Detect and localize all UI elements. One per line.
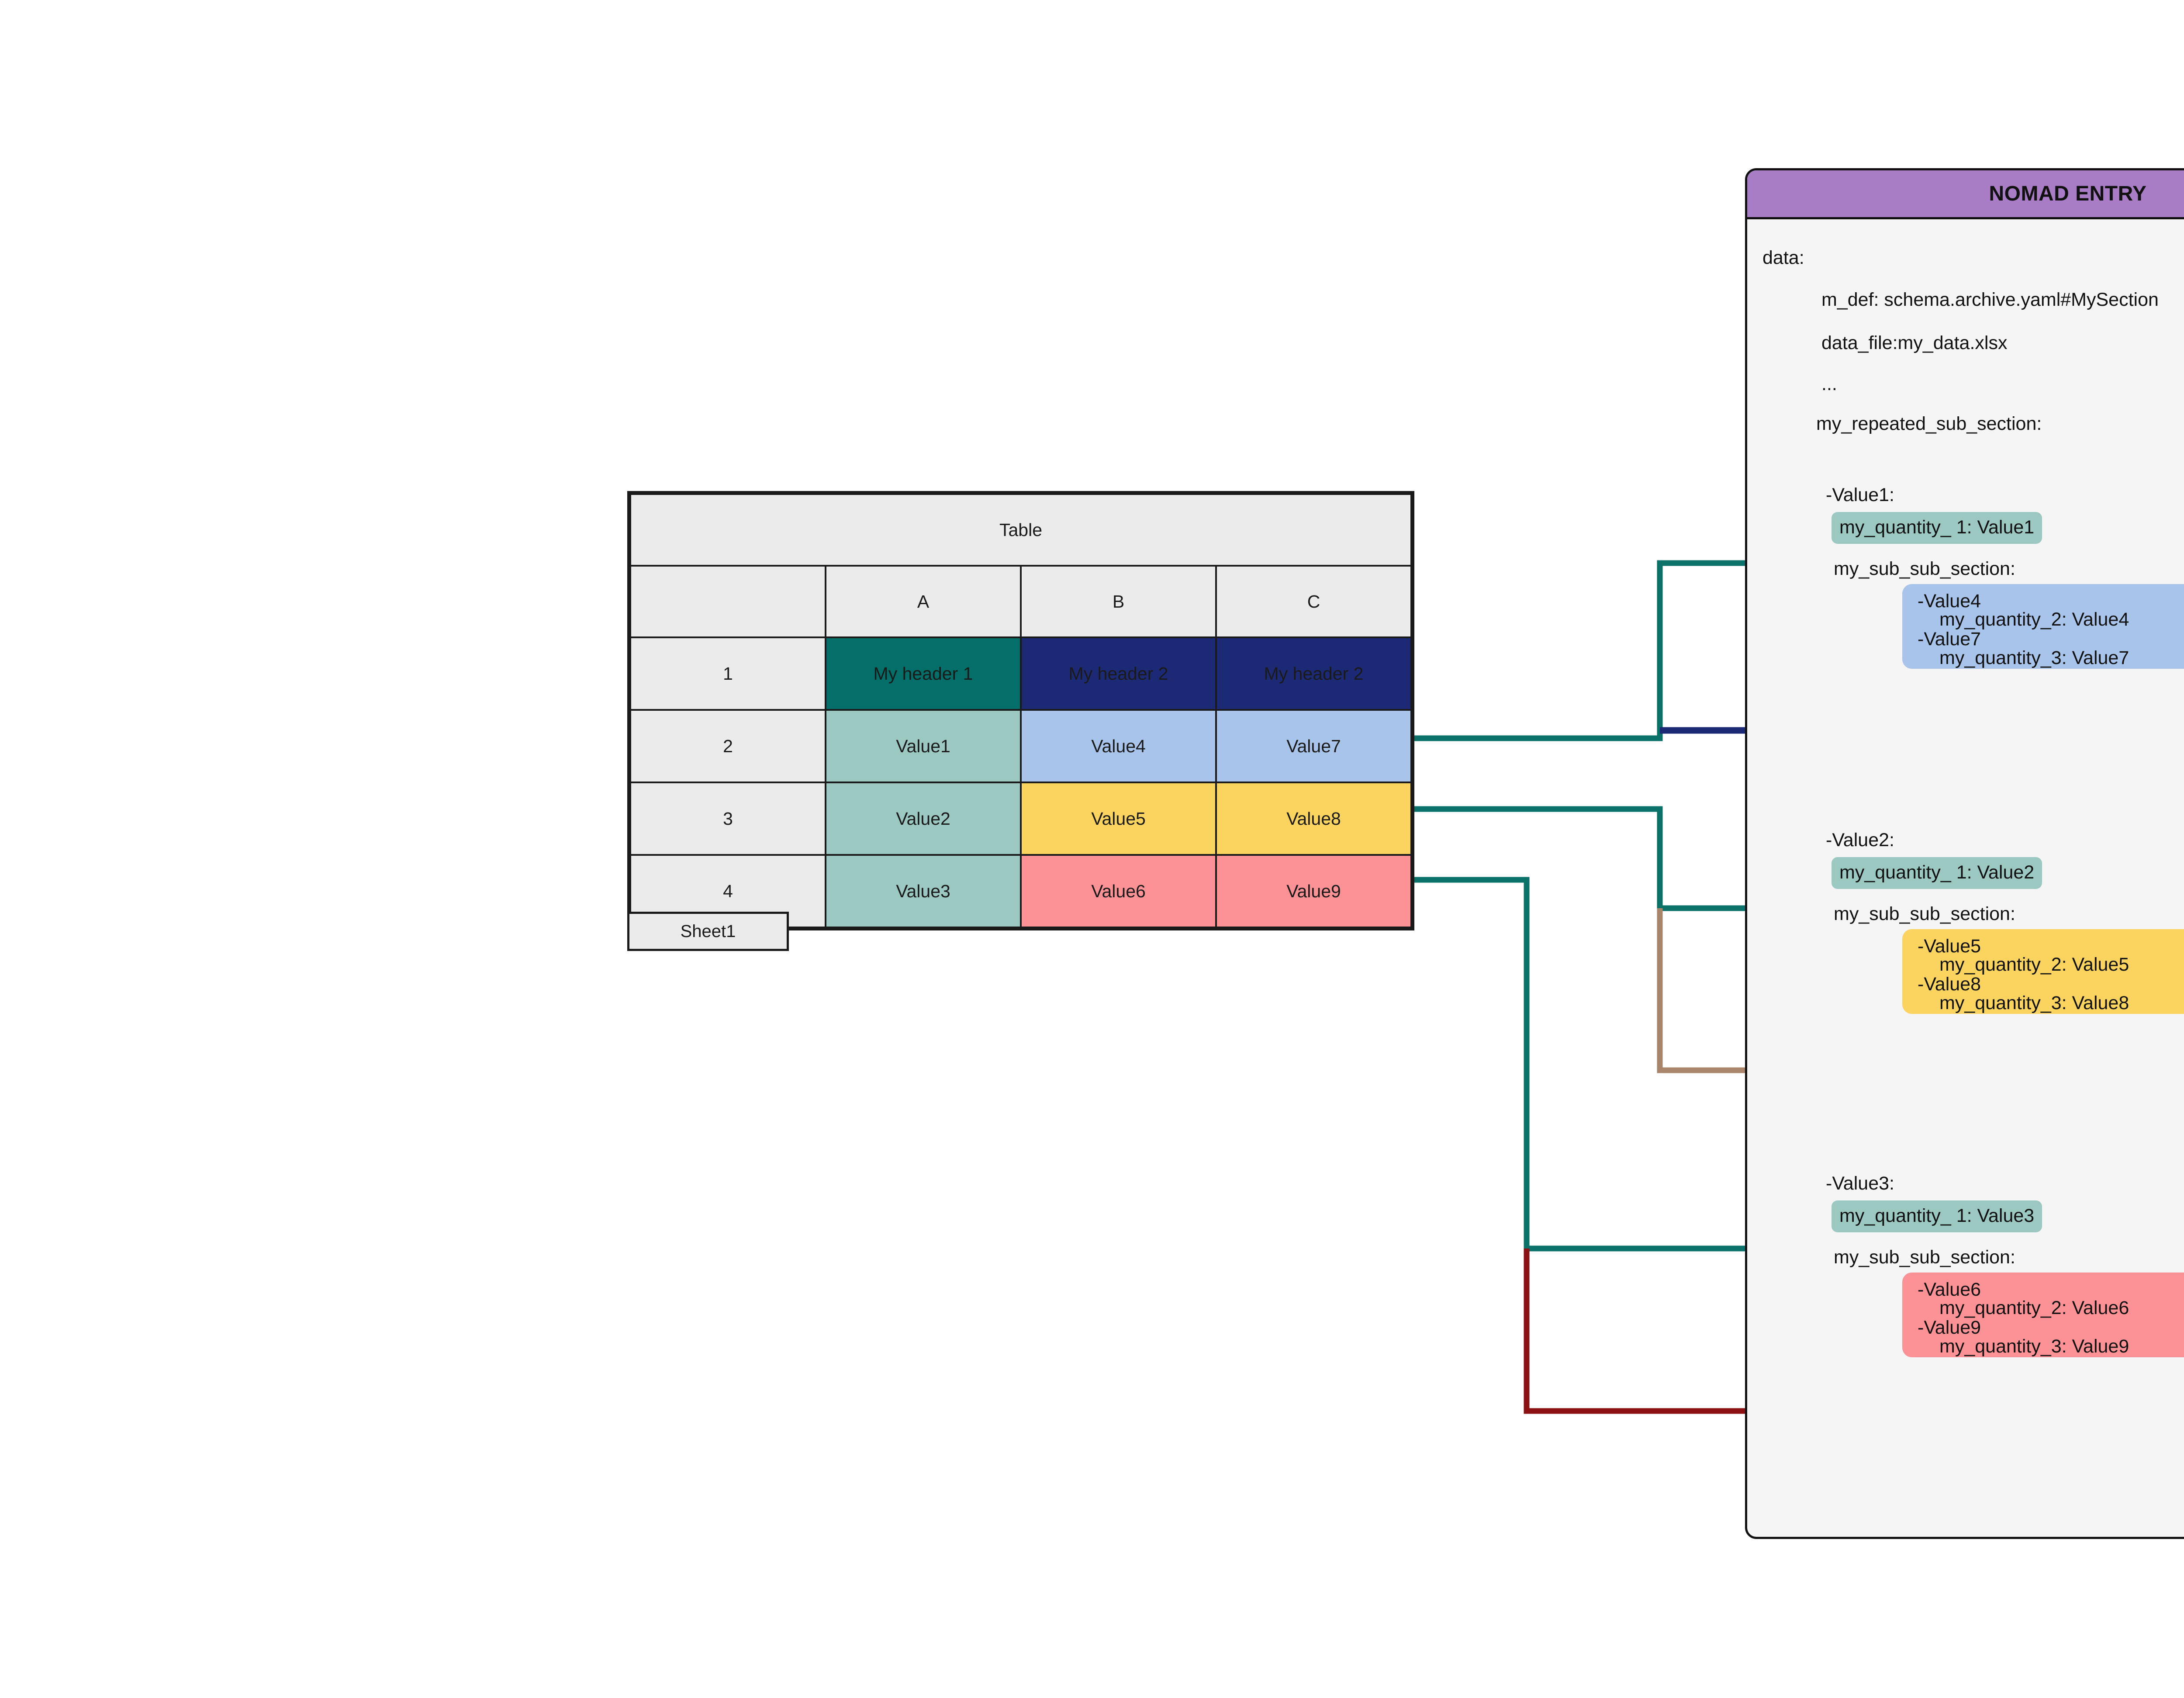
- yaml-data-file: data_file:my_data.xlsx: [1821, 332, 2008, 353]
- yaml-data-key: data:: [1762, 247, 1804, 268]
- group-1-sub-section-block: -Value4 my_quantity_2: Value4 -Value7 my…: [1902, 584, 2184, 669]
- table-row: 2 Value1 Value4 Value7: [629, 709, 1412, 783]
- cell-c4: Value9: [1215, 854, 1412, 928]
- group-3-block-line-3: -Value9: [1918, 1317, 1981, 1338]
- group-2-quantity-1-chip: my_quantity_ 1: Value2: [1832, 857, 2042, 889]
- table-row: 3 Value2 Value5 Value8: [629, 782, 1412, 856]
- group-2-sub-section-block: -Value5 my_quantity_2: Value5 -Value8 my…: [1902, 929, 2184, 1014]
- group-1-block-line-1: -Value4: [1918, 591, 1981, 612]
- cell-c2: Value7: [1215, 709, 1412, 783]
- group-3-block-line-4: my_quantity_3: Value9: [1939, 1336, 2129, 1357]
- table-title-row: Table: [629, 493, 1412, 567]
- cell-a1: My header 1: [825, 636, 1022, 711]
- group-1-block-line-3: -Value7: [1918, 629, 1981, 650]
- group-1-block-line-4: my_quantity_3: Value7: [1939, 647, 2129, 668]
- row-number-1: 1: [629, 636, 826, 711]
- table-column-header-row: A B C: [629, 565, 1412, 638]
- cell-a2: Value1: [825, 709, 1022, 783]
- cell-c1: My header 2: [1215, 636, 1412, 711]
- yaml-m-def: m_def: schema.archive.yaml#MySection: [1821, 289, 2159, 310]
- group-3-quantity-1-chip: my_quantity_ 1: Value3: [1832, 1200, 2042, 1232]
- group-2-sub-section-label: my_sub_sub_section:: [1834, 903, 2015, 924]
- table-row: 1 My header 1 My header 2 My header 2: [629, 636, 1412, 711]
- group-3-block-line-1: -Value6: [1918, 1279, 1981, 1300]
- cell-b4: Value6: [1020, 854, 1217, 928]
- group-3-sub-section-block: -Value6 my_quantity_2: Value6 -Value9 my…: [1902, 1273, 2184, 1357]
- row-number-2: 2: [629, 709, 826, 783]
- sheet-tab-sheet1[interactable]: Sheet1: [627, 912, 789, 951]
- nomad-entry-body: data: m_def: schema.archive.yaml#MySecti…: [1747, 219, 2184, 1537]
- row-number-3: 3: [629, 782, 826, 856]
- column-header-b: B: [1020, 565, 1217, 638]
- cell-b2: Value4: [1020, 709, 1217, 783]
- group-2-block-line-1: -Value5: [1918, 936, 1981, 957]
- nomad-entry-panel: NOMAD ENTRY data: m_def: schema.archive.…: [1745, 168, 2184, 1539]
- cell-b3: Value5: [1020, 782, 1217, 856]
- yaml-repeated-sub-section: my_repeated_sub_section:: [1816, 413, 2042, 434]
- nomad-entry-title: NOMAD ENTRY: [1747, 170, 2184, 219]
- group-3-block-line-2: my_quantity_2: Value6: [1939, 1297, 2129, 1318]
- spreadsheet-table: Table A B C 1 My header 1 My header 2 My…: [627, 491, 1414, 930]
- group-3-item-label: -Value3:: [1826, 1173, 1894, 1194]
- group-2-block-line-4: my_quantity_3: Value8: [1939, 993, 2129, 1013]
- group-2-block-line-2: my_quantity_2: Value5: [1939, 954, 2129, 975]
- cell-a4: Value3: [825, 854, 1022, 928]
- corner-cell: [629, 565, 826, 638]
- group-3-sub-section-label: my_sub_sub_section:: [1834, 1247, 2015, 1268]
- group-1-quantity-1-chip: my_quantity_ 1: Value1: [1832, 512, 2042, 544]
- yaml-ellipsis: ...: [1821, 373, 1837, 394]
- column-header-a: A: [825, 565, 1022, 638]
- group-2-item-label: -Value2:: [1826, 830, 1894, 851]
- group-2-block-line-3: -Value8: [1918, 974, 1981, 995]
- column-header-c: C: [1215, 565, 1412, 638]
- cell-c3: Value8: [1215, 782, 1412, 856]
- cell-b1: My header 2: [1020, 636, 1217, 711]
- group-1-block-line-2: my_quantity_2: Value4: [1939, 609, 2129, 630]
- group-1-item-label: -Value1:: [1826, 484, 1894, 505]
- table-grid: Table A B C 1 My header 1 My header 2 My…: [629, 493, 1412, 928]
- table-title: Table: [629, 493, 1412, 567]
- cell-a3: Value2: [825, 782, 1022, 856]
- group-1-sub-section-label: my_sub_sub_section:: [1834, 558, 2015, 579]
